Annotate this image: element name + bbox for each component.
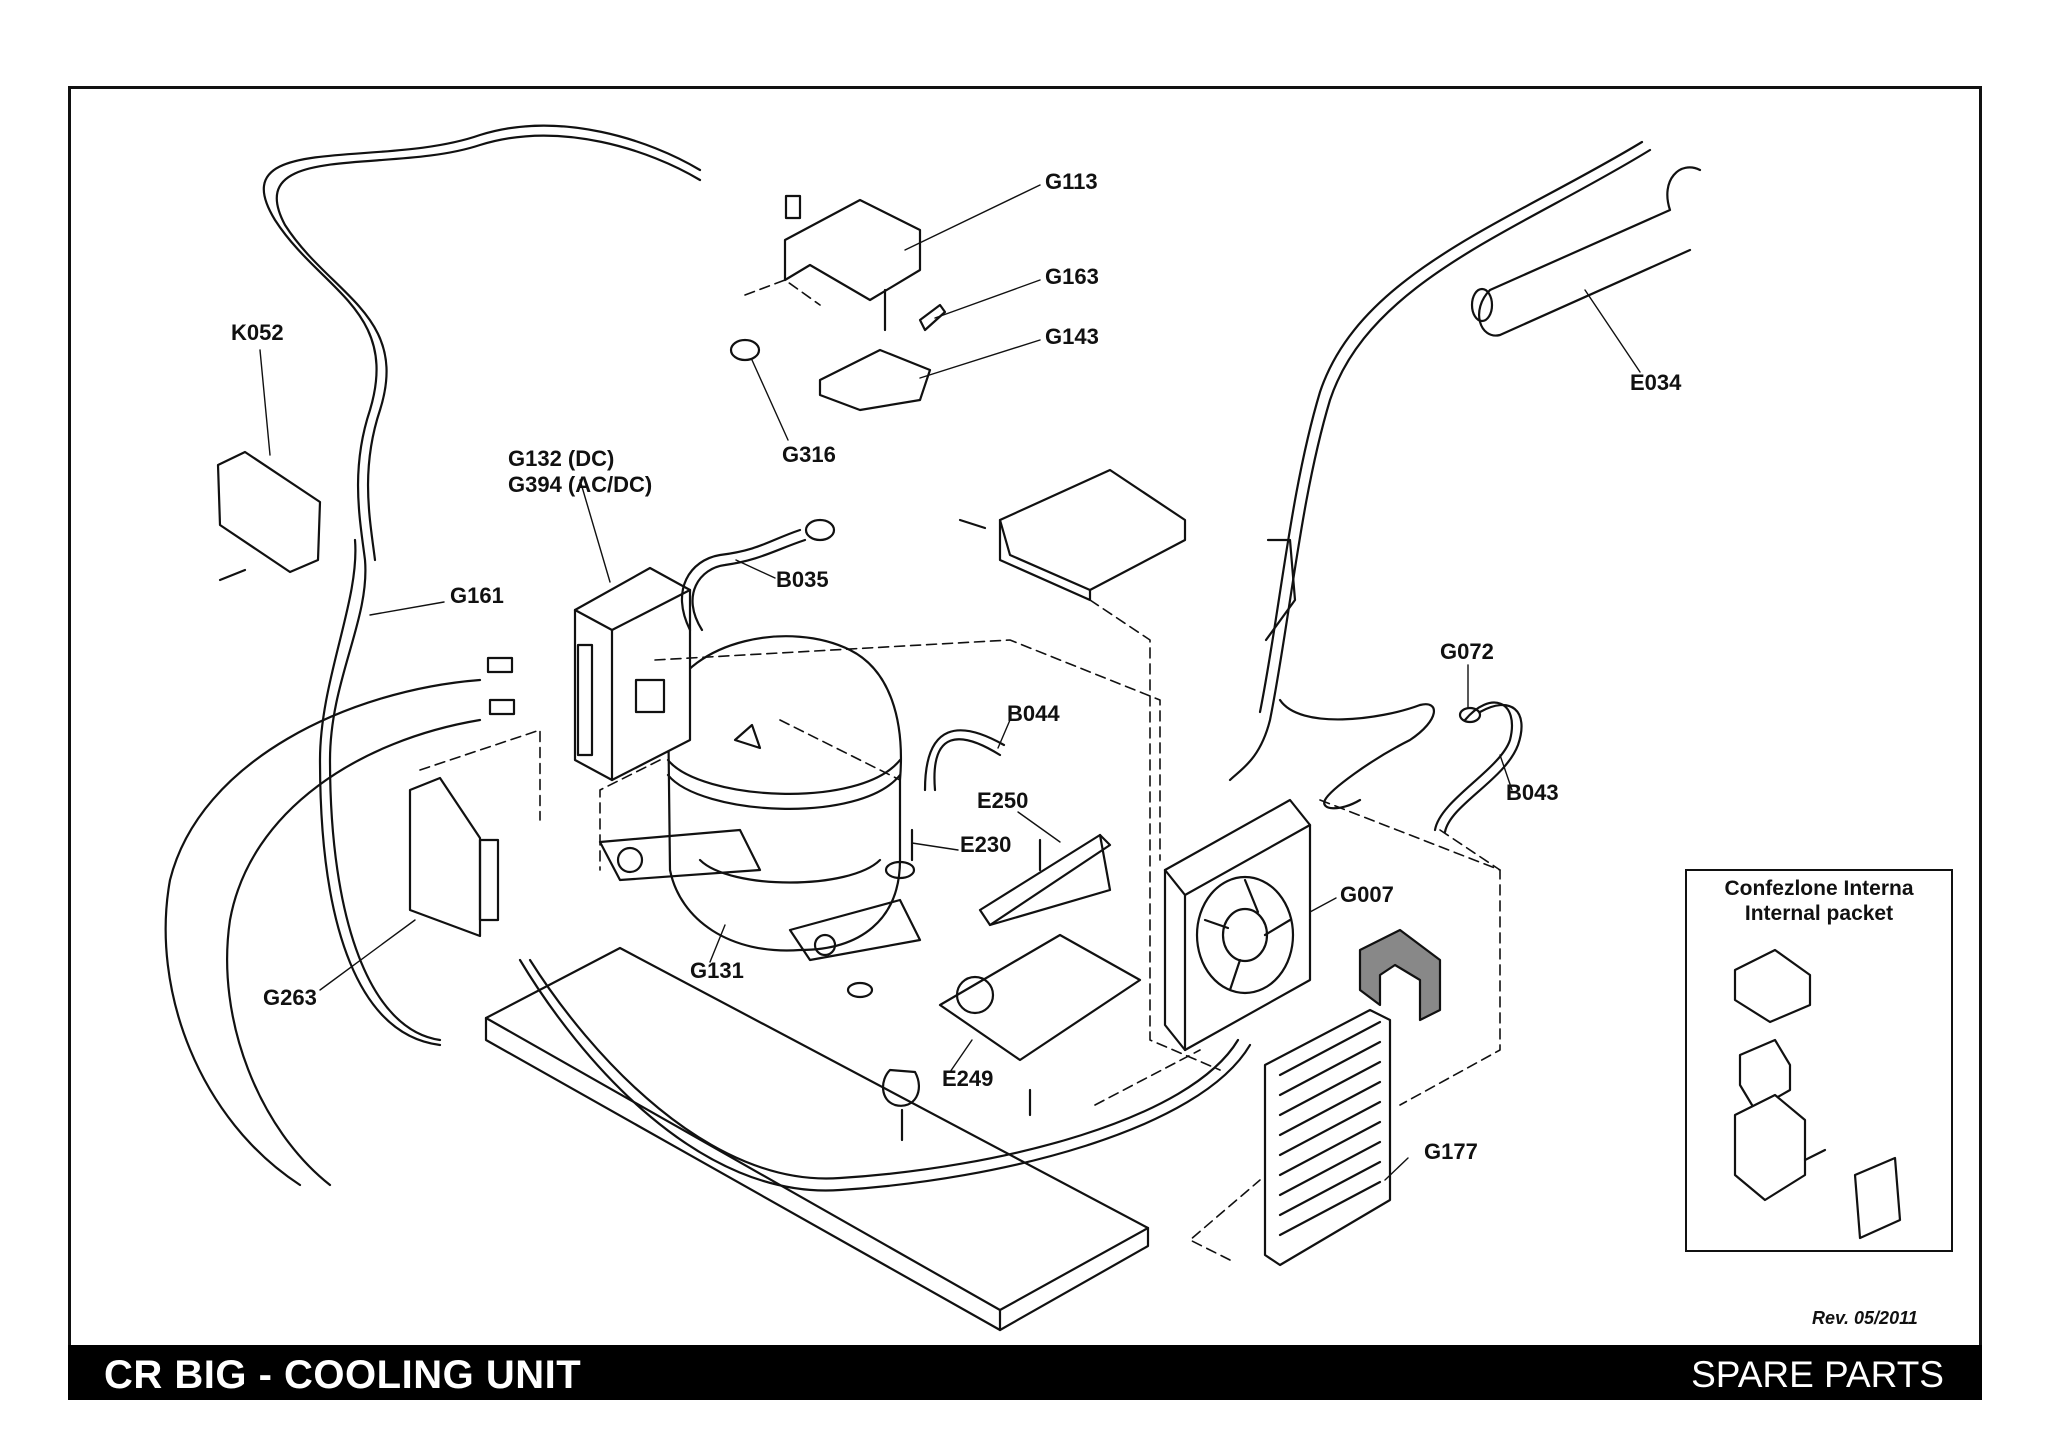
label-g131: G131	[690, 958, 744, 983]
label-b043: B043	[1506, 780, 1559, 805]
label-e034: E034	[1630, 370, 1682, 395]
base-plate	[484, 946, 1150, 1332]
label-g263: G263	[263, 985, 317, 1010]
label-g161: G161	[450, 583, 504, 608]
label-b035: B035	[776, 567, 829, 592]
label-g007: G007	[1340, 882, 1394, 907]
pipe-b044	[923, 729, 1006, 792]
label-g072: G072	[1440, 639, 1494, 664]
tube-b035	[680, 518, 836, 632]
evaporator-tube	[1228, 140, 1702, 782]
label-g177: G177	[1424, 1139, 1478, 1164]
internal-packet-title-en: Internal packet	[1744, 902, 1894, 925]
compressor	[598, 635, 922, 962]
control-board	[408, 776, 500, 938]
label-e249: E249	[942, 1066, 994, 1091]
label-g163: G163	[1045, 264, 1099, 289]
label-e250: E250	[977, 788, 1029, 813]
leader-lines	[259, 184, 1641, 1181]
label-g316: G316	[782, 442, 836, 467]
internal-packet-box: Confezlone Interna Internal packet	[1685, 869, 1953, 1252]
document-title: CR BIG - COOLING UNIT	[104, 1353, 582, 1397]
bracket-e250	[978, 833, 1112, 927]
condenser	[1263, 1008, 1392, 1267]
internal-packet-items	[1733, 948, 1902, 1240]
label-e230: E230	[960, 832, 1012, 857]
loop-pipes	[1278, 698, 1523, 834]
electronic-unit	[573, 566, 692, 782]
thermostat-assembly	[729, 194, 947, 412]
label-g394: G394 (AC/DC)	[508, 472, 653, 497]
label-k052: K052	[231, 320, 284, 345]
cover-plate	[216, 450, 322, 582]
condenser-pipe	[518, 958, 1252, 1192]
internal-packet-title-it: Confezlone Interna	[1724, 877, 1914, 900]
label-g132: G132 (DC)	[508, 446, 615, 471]
mounting-bracket	[958, 468, 1187, 602]
label-g143: G143	[1045, 324, 1099, 349]
revision-label: Rev. 05/2011	[1812, 1308, 1918, 1328]
plate-e249	[938, 933, 1142, 1062]
title-bar: CR BIG - COOLING UNIT SPARE PARTS	[68, 1345, 1982, 1400]
label-b044: B044	[1007, 701, 1060, 726]
grommets	[846, 828, 1042, 1142]
section-label: SPARE PARTS	[1691, 1354, 1944, 1395]
label-g113: G113	[1045, 169, 1098, 194]
rubber-cap	[1358, 928, 1442, 1022]
wire-harness	[164, 124, 702, 1187]
fan	[1163, 798, 1312, 1052]
assembly-lines	[419, 279, 1501, 1261]
